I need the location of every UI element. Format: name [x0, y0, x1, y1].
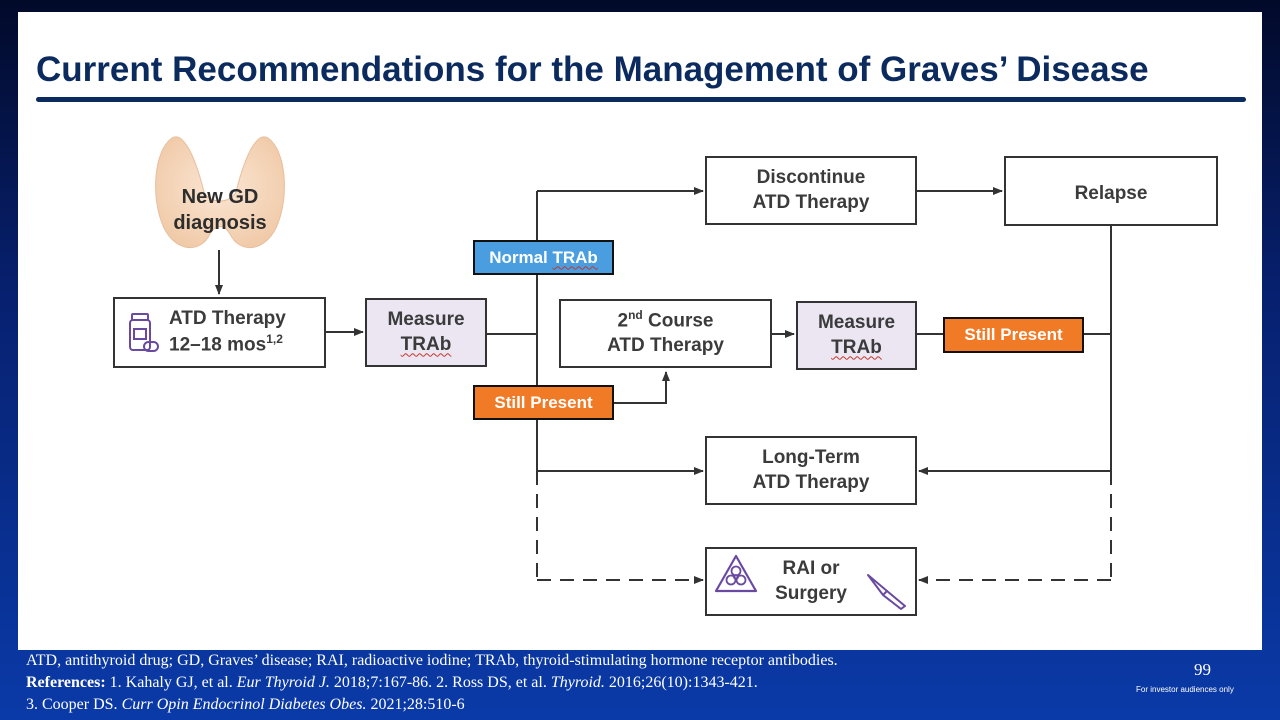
- normal-trab-tag: Normal TRAb: [473, 240, 614, 275]
- second-course-box: 2nd Course ATD Therapy: [559, 299, 772, 368]
- arrow-still-present-to-second-course: [614, 371, 670, 404]
- thyroid-gland-icon: [155, 136, 285, 249]
- page-title: Current Recommendations for the Manageme…: [36, 50, 1149, 89]
- footer-references: ATD, antithyroid drug; GD, Graves’ disea…: [26, 650, 838, 716]
- biohazard-icon: [714, 554, 758, 593]
- atd-therapy-box: ATD Therapy 12–18 mos1,2: [113, 297, 326, 368]
- page-number: 99: [1194, 660, 1211, 679]
- abbreviations-text: ATD, antithyroid drug; GD, Graves’ disea…: [26, 652, 838, 669]
- rai-surgery-box: RAI or Surgery: [705, 547, 917, 616]
- long-term-atd-box: Long-Term ATD Therapy: [705, 436, 917, 505]
- new-gd-label: New GD diagnosis: [173, 186, 267, 234]
- still-present-tag-2: Still Present: [943, 317, 1084, 353]
- scalpel-icon: [867, 574, 906, 610]
- investor-note: For investor audiences only: [1136, 685, 1234, 694]
- still-present-tag: Still Present: [473, 385, 614, 420]
- relapse-box: Relapse: [1004, 156, 1218, 226]
- references-line-2: 3. Cooper DS. Curr Opin Endocrinol Diabe…: [26, 696, 465, 713]
- medication-icon: [129, 312, 159, 352]
- measure-trab-box-2: Measure TRAb: [796, 301, 917, 370]
- discontinue-atd-box: Discontinue ATD Therapy: [705, 156, 917, 225]
- measure-trab-box: Measure TRAb: [365, 298, 487, 367]
- references-line-1: References: 1. Kahaly GJ, et al. Eur Thy…: [26, 674, 758, 691]
- title-divider: [36, 97, 1246, 102]
